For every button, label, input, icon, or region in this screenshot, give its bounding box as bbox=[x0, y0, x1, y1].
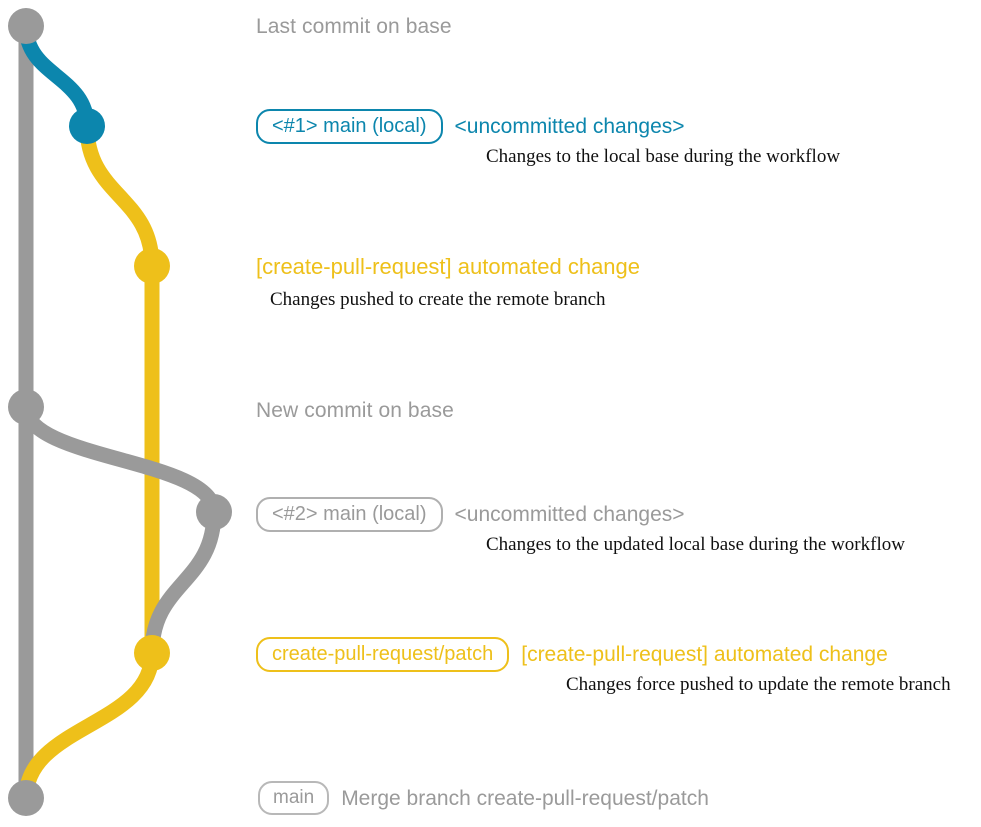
edge-local-1-to-patch bbox=[79, 118, 160, 274]
branch-tag-main-local-1[interactable]: <#1> main (local) bbox=[256, 108, 443, 144]
commit-subject-automated-1: [create-pull-request] automated change bbox=[256, 254, 641, 279]
commit-description-local-1: Changes to the local base during the wor… bbox=[486, 146, 841, 167]
row-automated-change-2: create-pull-request/patch [create-pull-r… bbox=[256, 636, 888, 672]
branch-tag-main[interactable]: main bbox=[258, 781, 330, 815]
commit-node-local-2[interactable] bbox=[196, 494, 232, 530]
commit-node-local-1[interactable] bbox=[69, 108, 105, 144]
commit-node-base-last[interactable] bbox=[8, 8, 44, 44]
branch-tag-create-pull-request-patch[interactable]: create-pull-request/patch bbox=[256, 636, 510, 672]
commit-node-patch-1[interactable] bbox=[134, 248, 170, 284]
commit-description-automated-1: Changes pushed to create the remote bran… bbox=[270, 289, 606, 310]
commit-description-local-2: Changes to the updated local base during… bbox=[486, 534, 905, 555]
row-automated-change-1: [create-pull-request] automated change bbox=[256, 252, 640, 282]
commit-node-patch-2[interactable] bbox=[134, 635, 170, 671]
row-new-commit-on-base: New commit on base bbox=[256, 396, 454, 426]
row-local-commit-1: <#1> main (local) <uncommitted changes> bbox=[256, 108, 685, 144]
caption-new-commit-on-base: New commit on base bbox=[256, 399, 454, 422]
edge-base-to-local-2 bbox=[18, 399, 222, 520]
commit-subject-automated-2: [create-pull-request] automated change bbox=[521, 642, 888, 666]
row-local-commit-2: <#2> main (local) <uncommitted changes> bbox=[256, 496, 685, 532]
row-last-commit-on-base: Last commit on base bbox=[256, 12, 452, 42]
commit-nodes bbox=[8, 8, 232, 816]
caption-last-commit-on-base: Last commit on base bbox=[256, 15, 452, 38]
edge-local-2-to-patch bbox=[144, 504, 222, 661]
edge-patch-to-merge bbox=[18, 645, 160, 806]
commit-subject-local-1: <uncommitted changes> bbox=[454, 114, 685, 138]
commit-node-merge[interactable] bbox=[8, 780, 44, 816]
commit-subject-merge: Merge branch create-pull-request/patch bbox=[341, 786, 709, 810]
commit-description-automated-2: Changes force pushed to update the remot… bbox=[566, 674, 951, 695]
branch-tag-main-local-2[interactable]: <#2> main (local) bbox=[256, 496, 443, 532]
commit-node-base-new[interactable] bbox=[8, 389, 44, 425]
row-merge-commit: main Merge branch create-pull-request/pa… bbox=[258, 781, 709, 815]
commit-subject-local-2: <uncommitted changes> bbox=[454, 502, 685, 526]
